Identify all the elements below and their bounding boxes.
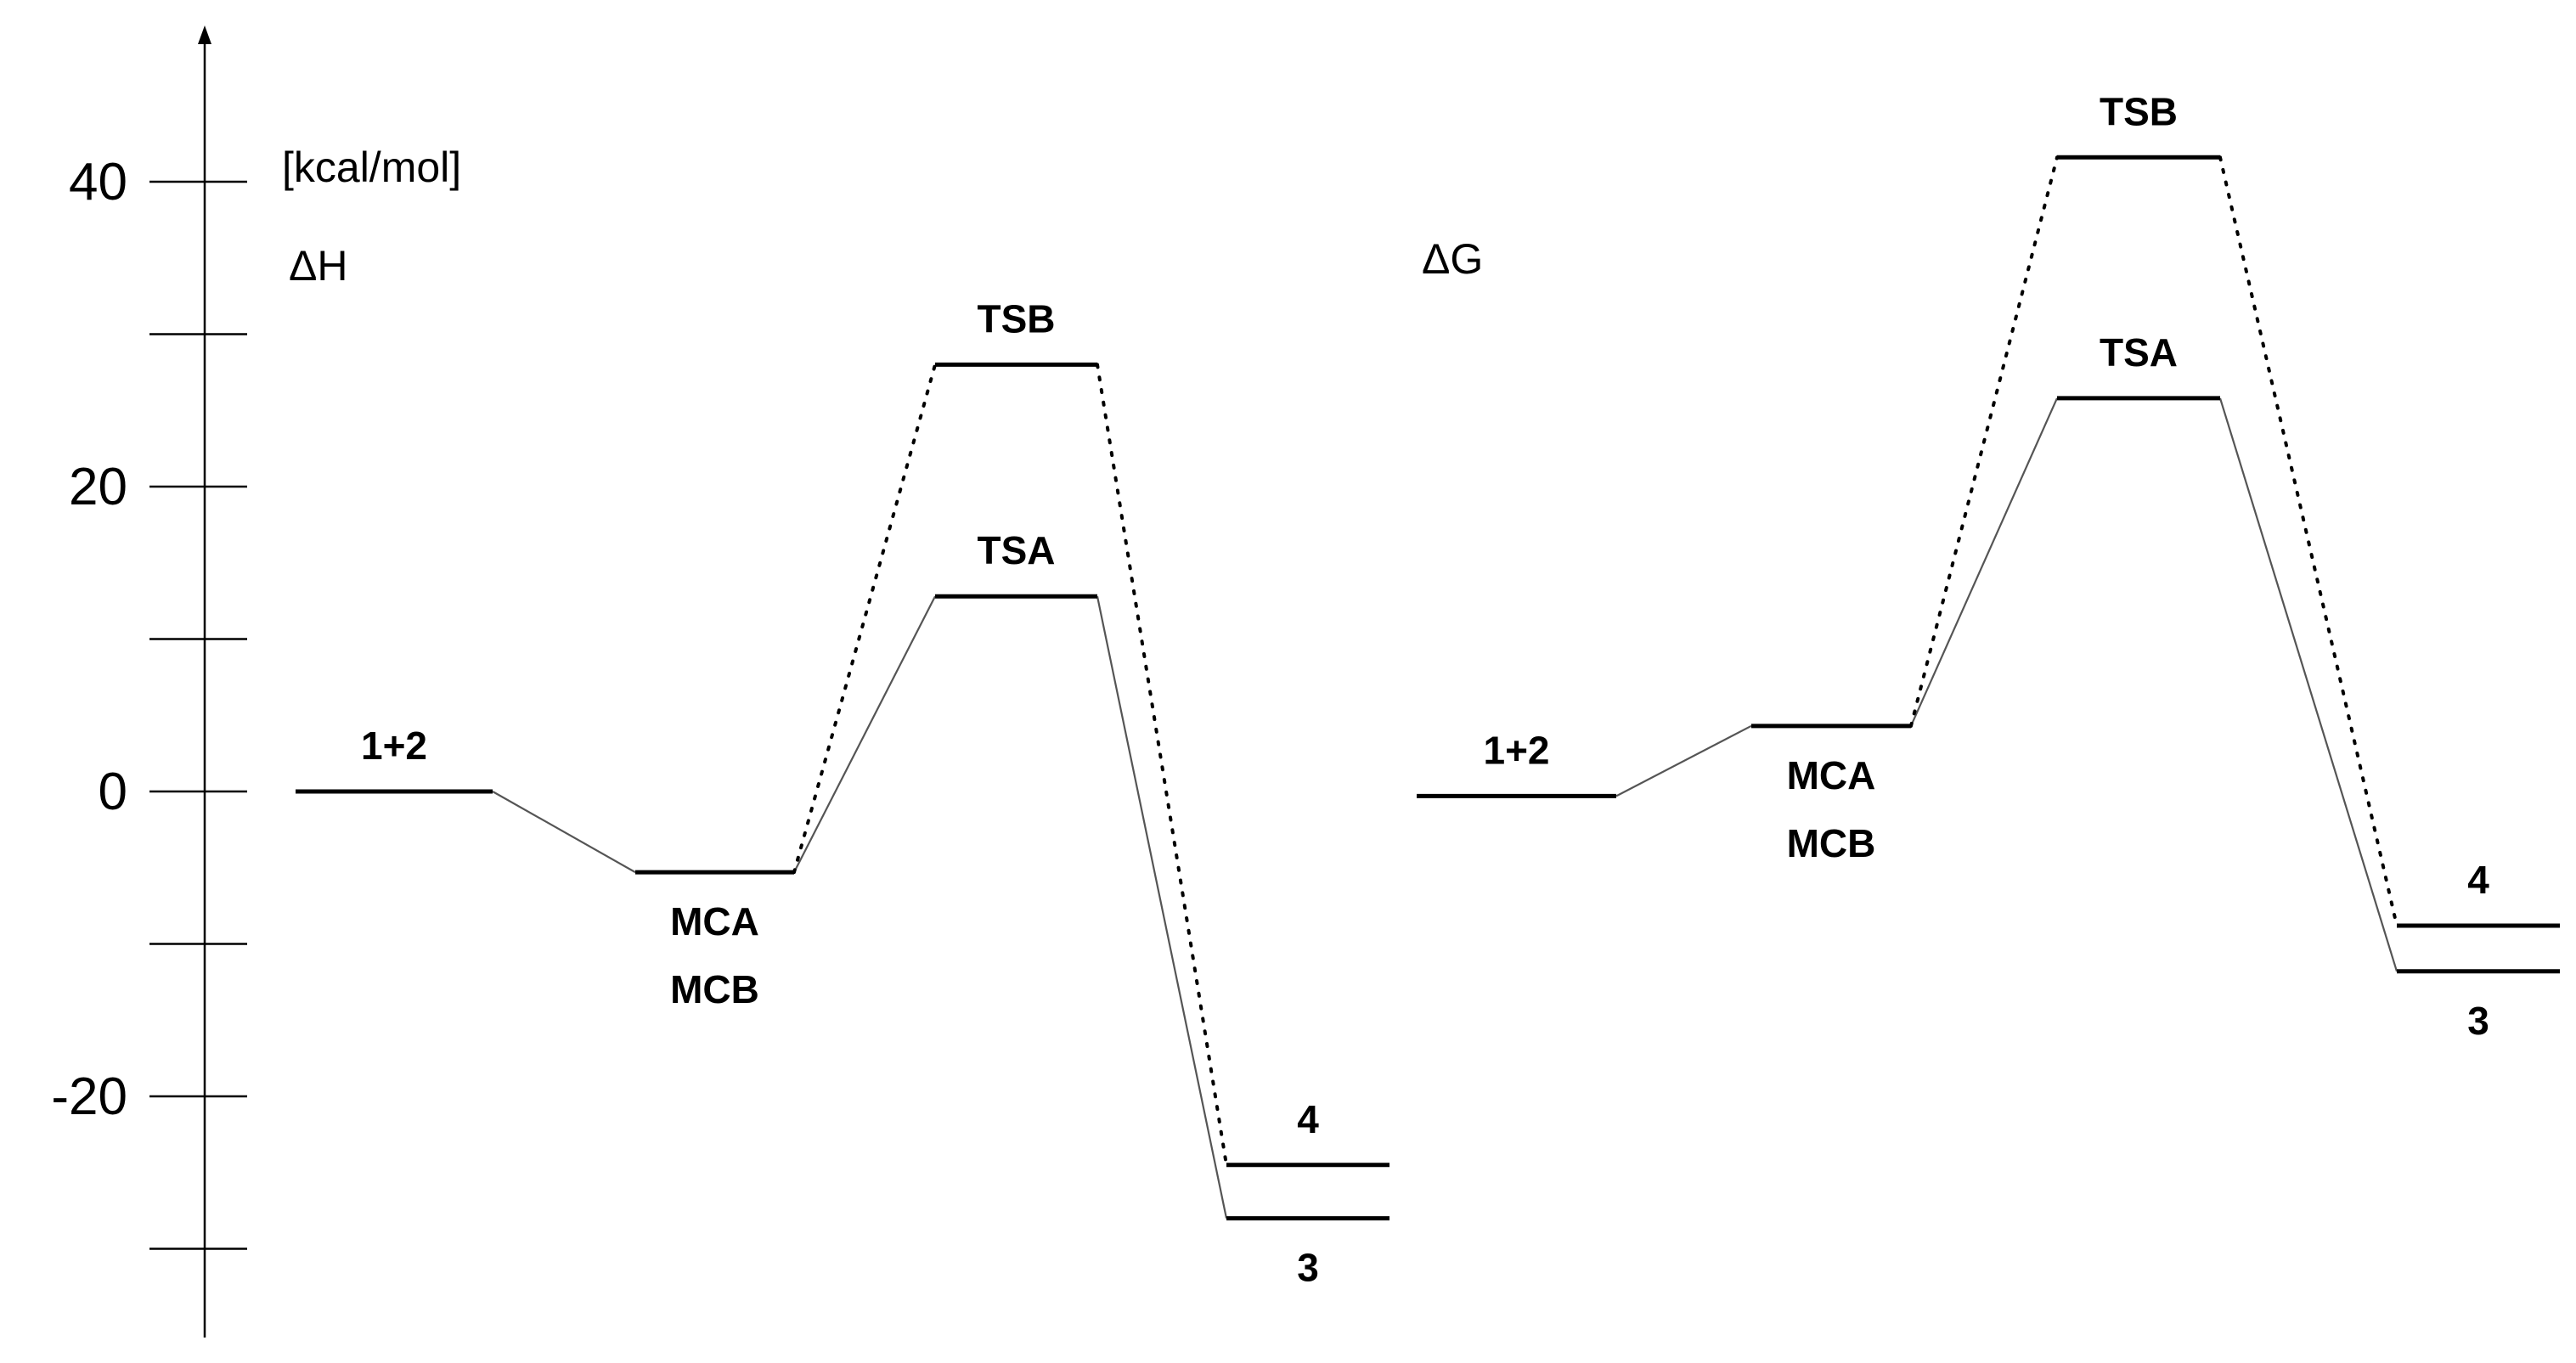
state-label: 4 <box>1297 1097 1319 1141</box>
state-label: TSB <box>978 296 1056 341</box>
connector-path-a <box>492 791 636 874</box>
connector-path-b <box>1096 363 1228 1167</box>
unit-label: [kcal/mol] <box>282 144 461 191</box>
connector-path-a <box>1096 596 1228 1219</box>
state-label: MCA <box>670 899 759 943</box>
state-label: MCB <box>1787 821 1876 865</box>
state-label: MCB <box>670 967 759 1011</box>
connector-path-b <box>1909 155 2059 728</box>
y-tick-label: 20 <box>69 458 127 516</box>
y-tick-label: 40 <box>69 153 127 211</box>
y-axis: 40 20 0 -20 <box>51 25 247 1338</box>
state-label: 4 <box>2467 858 2489 902</box>
y-axis-arrow-icon <box>198 25 211 44</box>
state-label: 3 <box>1297 1246 1319 1290</box>
connector-path-a <box>1909 397 2059 727</box>
connector-path-a <box>1615 724 1752 797</box>
state-label: MCA <box>1787 753 1876 797</box>
state-label: 1+2 <box>1483 728 1549 772</box>
panel-label: ΔG <box>1422 235 1483 283</box>
state-label: TSB <box>2100 89 2178 133</box>
y-tick-label: -20 <box>51 1067 127 1126</box>
state-label: 1+2 <box>361 724 427 768</box>
y-tick-label: 0 <box>99 763 127 821</box>
connector-path-a <box>2218 397 2398 972</box>
connector-path-a <box>793 595 936 873</box>
state-label: TSA <box>2100 330 2178 375</box>
state-label: 3 <box>2467 999 2489 1043</box>
panel-label: ΔH <box>289 242 348 290</box>
connector-path-b <box>2218 155 2398 927</box>
state-label: TSA <box>978 528 1056 572</box>
connector-path-b <box>792 363 937 875</box>
